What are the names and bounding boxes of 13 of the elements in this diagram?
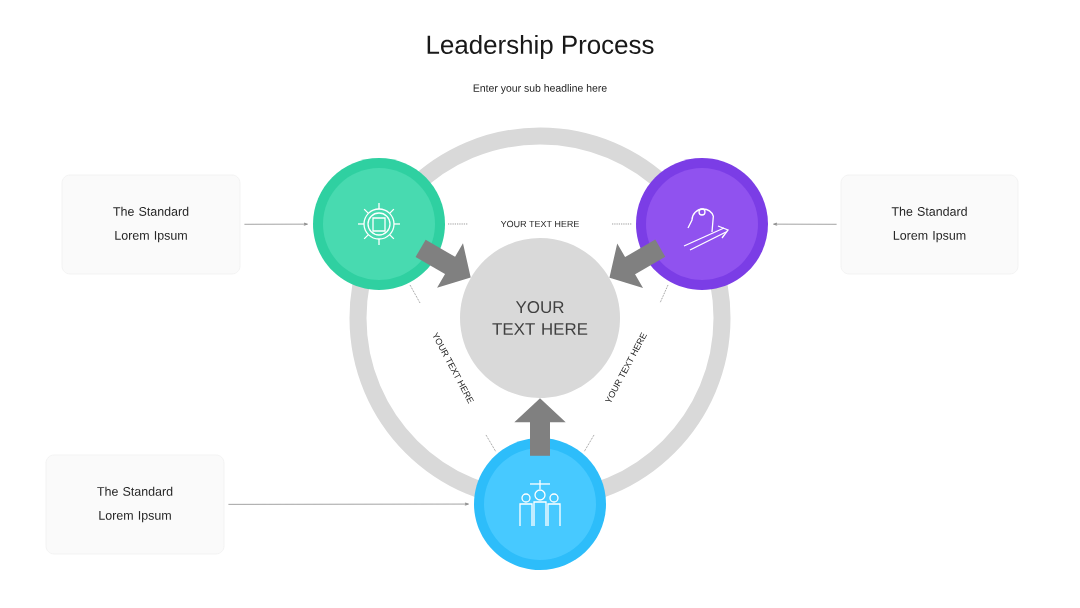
- text-card: The Standard Lorem Ipsum: [45, 454, 225, 555]
- icon-circle: [313, 158, 445, 290]
- arrow: [773, 222, 837, 226]
- subtitle: Enter your sub headline here: [471, 83, 609, 95]
- arrow: [244, 222, 308, 226]
- block-arrow: [609, 239, 666, 288]
- arrow: [228, 502, 469, 506]
- icon-circle: [636, 158, 768, 290]
- ring-label: YOUR TEXT HERE: [499, 219, 581, 229]
- text-card: The Standard Lorem Ipsum: [840, 174, 1019, 275]
- title: Leadership Process: [427, 34, 654, 60]
- text-card: The Standard Lorem Ipsum: [61, 174, 241, 275]
- icon-circle: [474, 438, 606, 570]
